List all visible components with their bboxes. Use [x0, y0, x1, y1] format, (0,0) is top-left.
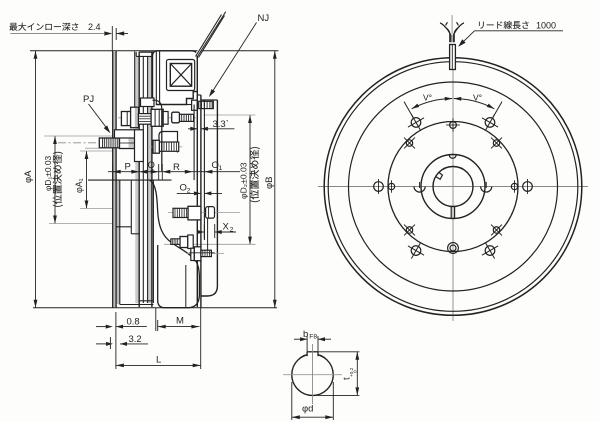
svg-text:R: R: [173, 162, 180, 173]
svg-text:0.8: 0.8: [127, 317, 140, 328]
svg-text:1: 1: [219, 165, 223, 172]
svg-text:+0.2: +0.2: [349, 367, 355, 377]
svg-text:φD₁±0.03: φD₁±0.03: [43, 155, 53, 191]
svg-text:φA₁: φA₁: [74, 178, 84, 193]
svg-text:φA: φA: [23, 170, 34, 183]
svg-text:1000: 1000: [536, 21, 556, 31]
svg-text:L: L: [156, 355, 161, 366]
svg-text:2: 2: [187, 188, 191, 195]
svg-text:3.3`: 3.3`: [213, 119, 229, 130]
svg-text:M: M: [176, 316, 184, 327]
svg-text:3.2: 3.2: [129, 334, 142, 345]
svg-text:F8: F8: [309, 334, 317, 341]
svg-text:O: O: [212, 160, 219, 171]
svg-text:t: t: [342, 377, 353, 380]
svg-text:X: X: [223, 222, 230, 233]
svg-text:O: O: [180, 183, 187, 194]
svg-text:b: b: [303, 329, 308, 340]
svg-text:2.4: 2.4: [88, 22, 101, 32]
svg-text:2: 2: [230, 227, 234, 234]
svg-text:φB: φB: [264, 177, 275, 190]
svg-text:V°: V°: [473, 93, 482, 103]
svg-text:PJ: PJ: [83, 94, 94, 105]
svg-text:φd: φd: [302, 404, 313, 415]
svg-text:P: P: [125, 162, 131, 173]
svg-text:0: 0: [353, 370, 359, 373]
svg-text:φD₂±0.03: φD₂±0.03: [239, 162, 249, 199]
svg-text:NJ: NJ: [258, 13, 270, 24]
svg-text:Q: Q: [148, 160, 155, 171]
svg-text:V°: V°: [423, 93, 432, 103]
